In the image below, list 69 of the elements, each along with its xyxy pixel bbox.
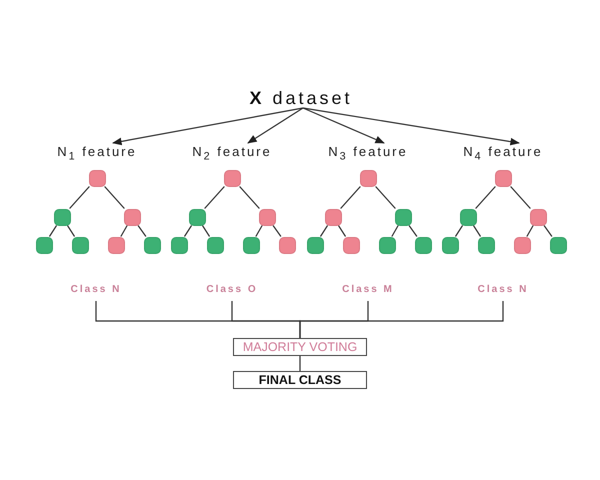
connector-line: [320, 225, 328, 237]
connector-line: [472, 225, 482, 237]
tree-node: [88, 170, 106, 186]
connector-line: [104, 186, 125, 209]
tree-node: [414, 236, 432, 254]
dataset-label: X dataset: [249, 88, 353, 108]
tree-node: [278, 236, 296, 254]
arrow: [112, 107, 304, 146]
connector-line: [299, 301, 504, 338]
connector-line: [138, 225, 146, 237]
feature-label: N$_{1}$ feature: [57, 144, 137, 162]
connector-line: [299, 356, 301, 371]
connector-line: [184, 225, 192, 237]
tree-node: [242, 236, 260, 254]
connector-line: [375, 186, 396, 209]
connector-line: [48, 225, 58, 237]
connector-line: [239, 186, 260, 209]
connector-line: [272, 225, 282, 237]
connector-line: [391, 225, 399, 237]
tree-node: [550, 236, 566, 254]
connector-line: [202, 225, 210, 237]
majority-voting-box: MAJORITY VOTING: [233, 338, 367, 356]
connector-line: [454, 225, 464, 237]
tree-node: [258, 208, 276, 226]
connector-line: [69, 186, 90, 209]
tree-node: [306, 236, 324, 254]
connector-line: [120, 225, 128, 237]
connector-line: [544, 225, 552, 237]
tree-node: [54, 208, 70, 226]
feature-label: N$_{3}$ feature: [328, 144, 408, 162]
tree-node: [124, 208, 140, 226]
tree-node: [36, 236, 52, 254]
tree-node: [478, 236, 494, 254]
tree-node: [324, 208, 342, 226]
tree-node: [170, 236, 188, 254]
tree-node: [144, 236, 160, 254]
connector-line: [255, 225, 263, 237]
feature-label: N$_{2}$ feature: [192, 144, 272, 162]
tree-node: [460, 208, 476, 226]
connector-line: [510, 186, 531, 209]
connector-line: [204, 186, 225, 209]
connector-line: [338, 225, 346, 237]
connector-line: [340, 186, 361, 209]
connector-line: [408, 225, 418, 237]
connector-line: [526, 225, 534, 237]
tree-node: [72, 236, 88, 254]
class-label: Class N: [70, 284, 122, 294]
tree-node: [494, 170, 512, 186]
connector-line: [475, 186, 496, 209]
tree-node: [360, 170, 376, 186]
arrow: [247, 108, 304, 144]
tree-node: [206, 236, 224, 254]
tree-node: [378, 236, 396, 254]
tree-node: [530, 208, 546, 226]
arrow: [302, 107, 520, 146]
tree-node: [514, 236, 530, 254]
tree-node: [442, 236, 458, 254]
tree-node: [342, 236, 360, 254]
connector-line: [66, 225, 76, 237]
arrow: [302, 107, 385, 144]
tree-node: [394, 208, 412, 226]
class-label: Class O: [206, 284, 258, 294]
tree-node: [224, 170, 240, 186]
tree-node: [108, 236, 124, 254]
class-label: Class M: [342, 284, 394, 294]
tree-node: [188, 208, 206, 226]
feature-label: N$_{4}$ feature: [463, 144, 543, 162]
class-label: Class N: [478, 284, 528, 294]
final-class-box: FINAL CLASS: [233, 371, 367, 389]
